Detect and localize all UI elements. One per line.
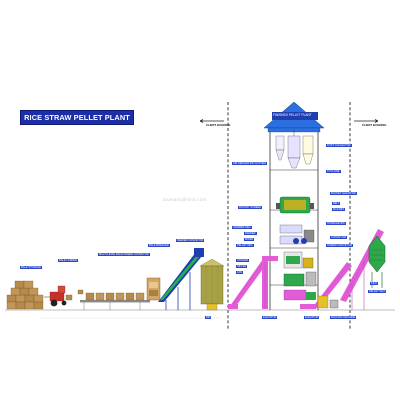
bale-breaker xyxy=(146,277,161,301)
bale-stack xyxy=(6,280,44,310)
label-feeder: FEEDER xyxy=(244,232,257,236)
label-screen: ROTARY SCREEN xyxy=(238,206,263,210)
label-bin: BIN xyxy=(205,316,212,320)
label-bale-loader: BALE LOADER xyxy=(58,259,79,263)
boundary-right-label: CLIENT BUILDING xyxy=(362,123,387,127)
page-title: RICE STRAW PELLET PLANT xyxy=(20,110,134,125)
label-dust-collector: DUST COLLECTOR xyxy=(326,144,352,148)
boundary-left-label: CLIENT BUILDING xyxy=(206,123,231,127)
label-sifter: SIFTER xyxy=(236,265,248,269)
storage-bin xyxy=(199,258,225,311)
label-breaker: BALE BREAKER xyxy=(148,244,170,248)
bale-loader-tractor xyxy=(44,285,73,307)
pellet-mill xyxy=(283,251,314,269)
boundary-arrow-left-icon xyxy=(199,119,224,123)
watermark: biomass@sino.com xyxy=(163,197,207,202)
sifter xyxy=(283,289,316,301)
label-mixer: MIXER xyxy=(244,238,255,242)
label-feeder-conveyor: FEEDER CONVEYOR xyxy=(176,239,205,243)
label-elevator-a: ELEVATOR xyxy=(262,316,278,320)
label-magnet: MAGNET xyxy=(332,208,346,212)
infeed-conveyor xyxy=(77,289,150,310)
label-elevator-b: ELEVATOR xyxy=(304,316,320,320)
label-bucket-1: BUCKET ELEVATOR xyxy=(330,192,357,196)
label-air-separation: AIR SEPARATION SYSTEM xyxy=(232,162,267,166)
boundary-arrow-right-icon xyxy=(354,119,379,123)
cyclone-group xyxy=(275,130,314,169)
label-feed-conveyor: MULTI-LEVEL BALE INFEED CONVEYOR xyxy=(98,253,150,257)
label-conveyor-2: SCREW CONVEYOR xyxy=(326,244,354,248)
tower-label: FINISHED PELLET PLANT xyxy=(273,113,312,117)
label-hammer-mill: HAMMER MILL xyxy=(232,226,253,230)
packing-machine xyxy=(317,295,339,309)
label-pellet-silo: PELLET SILO xyxy=(368,290,387,294)
cooler xyxy=(283,271,317,287)
label-packing: PACKING MACHINE xyxy=(330,316,357,320)
mixer xyxy=(279,224,315,245)
label-silo: SILO xyxy=(370,282,378,286)
label-belt: BELT xyxy=(332,202,341,206)
label-fan: FAN xyxy=(236,271,244,275)
label-cooler: COOLER xyxy=(236,259,249,263)
label-conveyor-1: CONVEYOR xyxy=(330,236,347,240)
label-bale-storage: BALE STORAGE xyxy=(20,266,42,270)
label-pellet-mill: PELLET MILL xyxy=(236,244,255,248)
pink-bucket-elevator xyxy=(262,256,278,309)
pink-incline-conveyor-1 xyxy=(228,259,268,309)
feeder-incline-conveyor xyxy=(158,248,204,310)
label-storage-bin: STORAGE BIN xyxy=(326,222,346,226)
label-cyclone: CYCLONE xyxy=(326,170,341,174)
hammer-mill xyxy=(276,196,314,214)
pellet-silo xyxy=(368,235,386,288)
